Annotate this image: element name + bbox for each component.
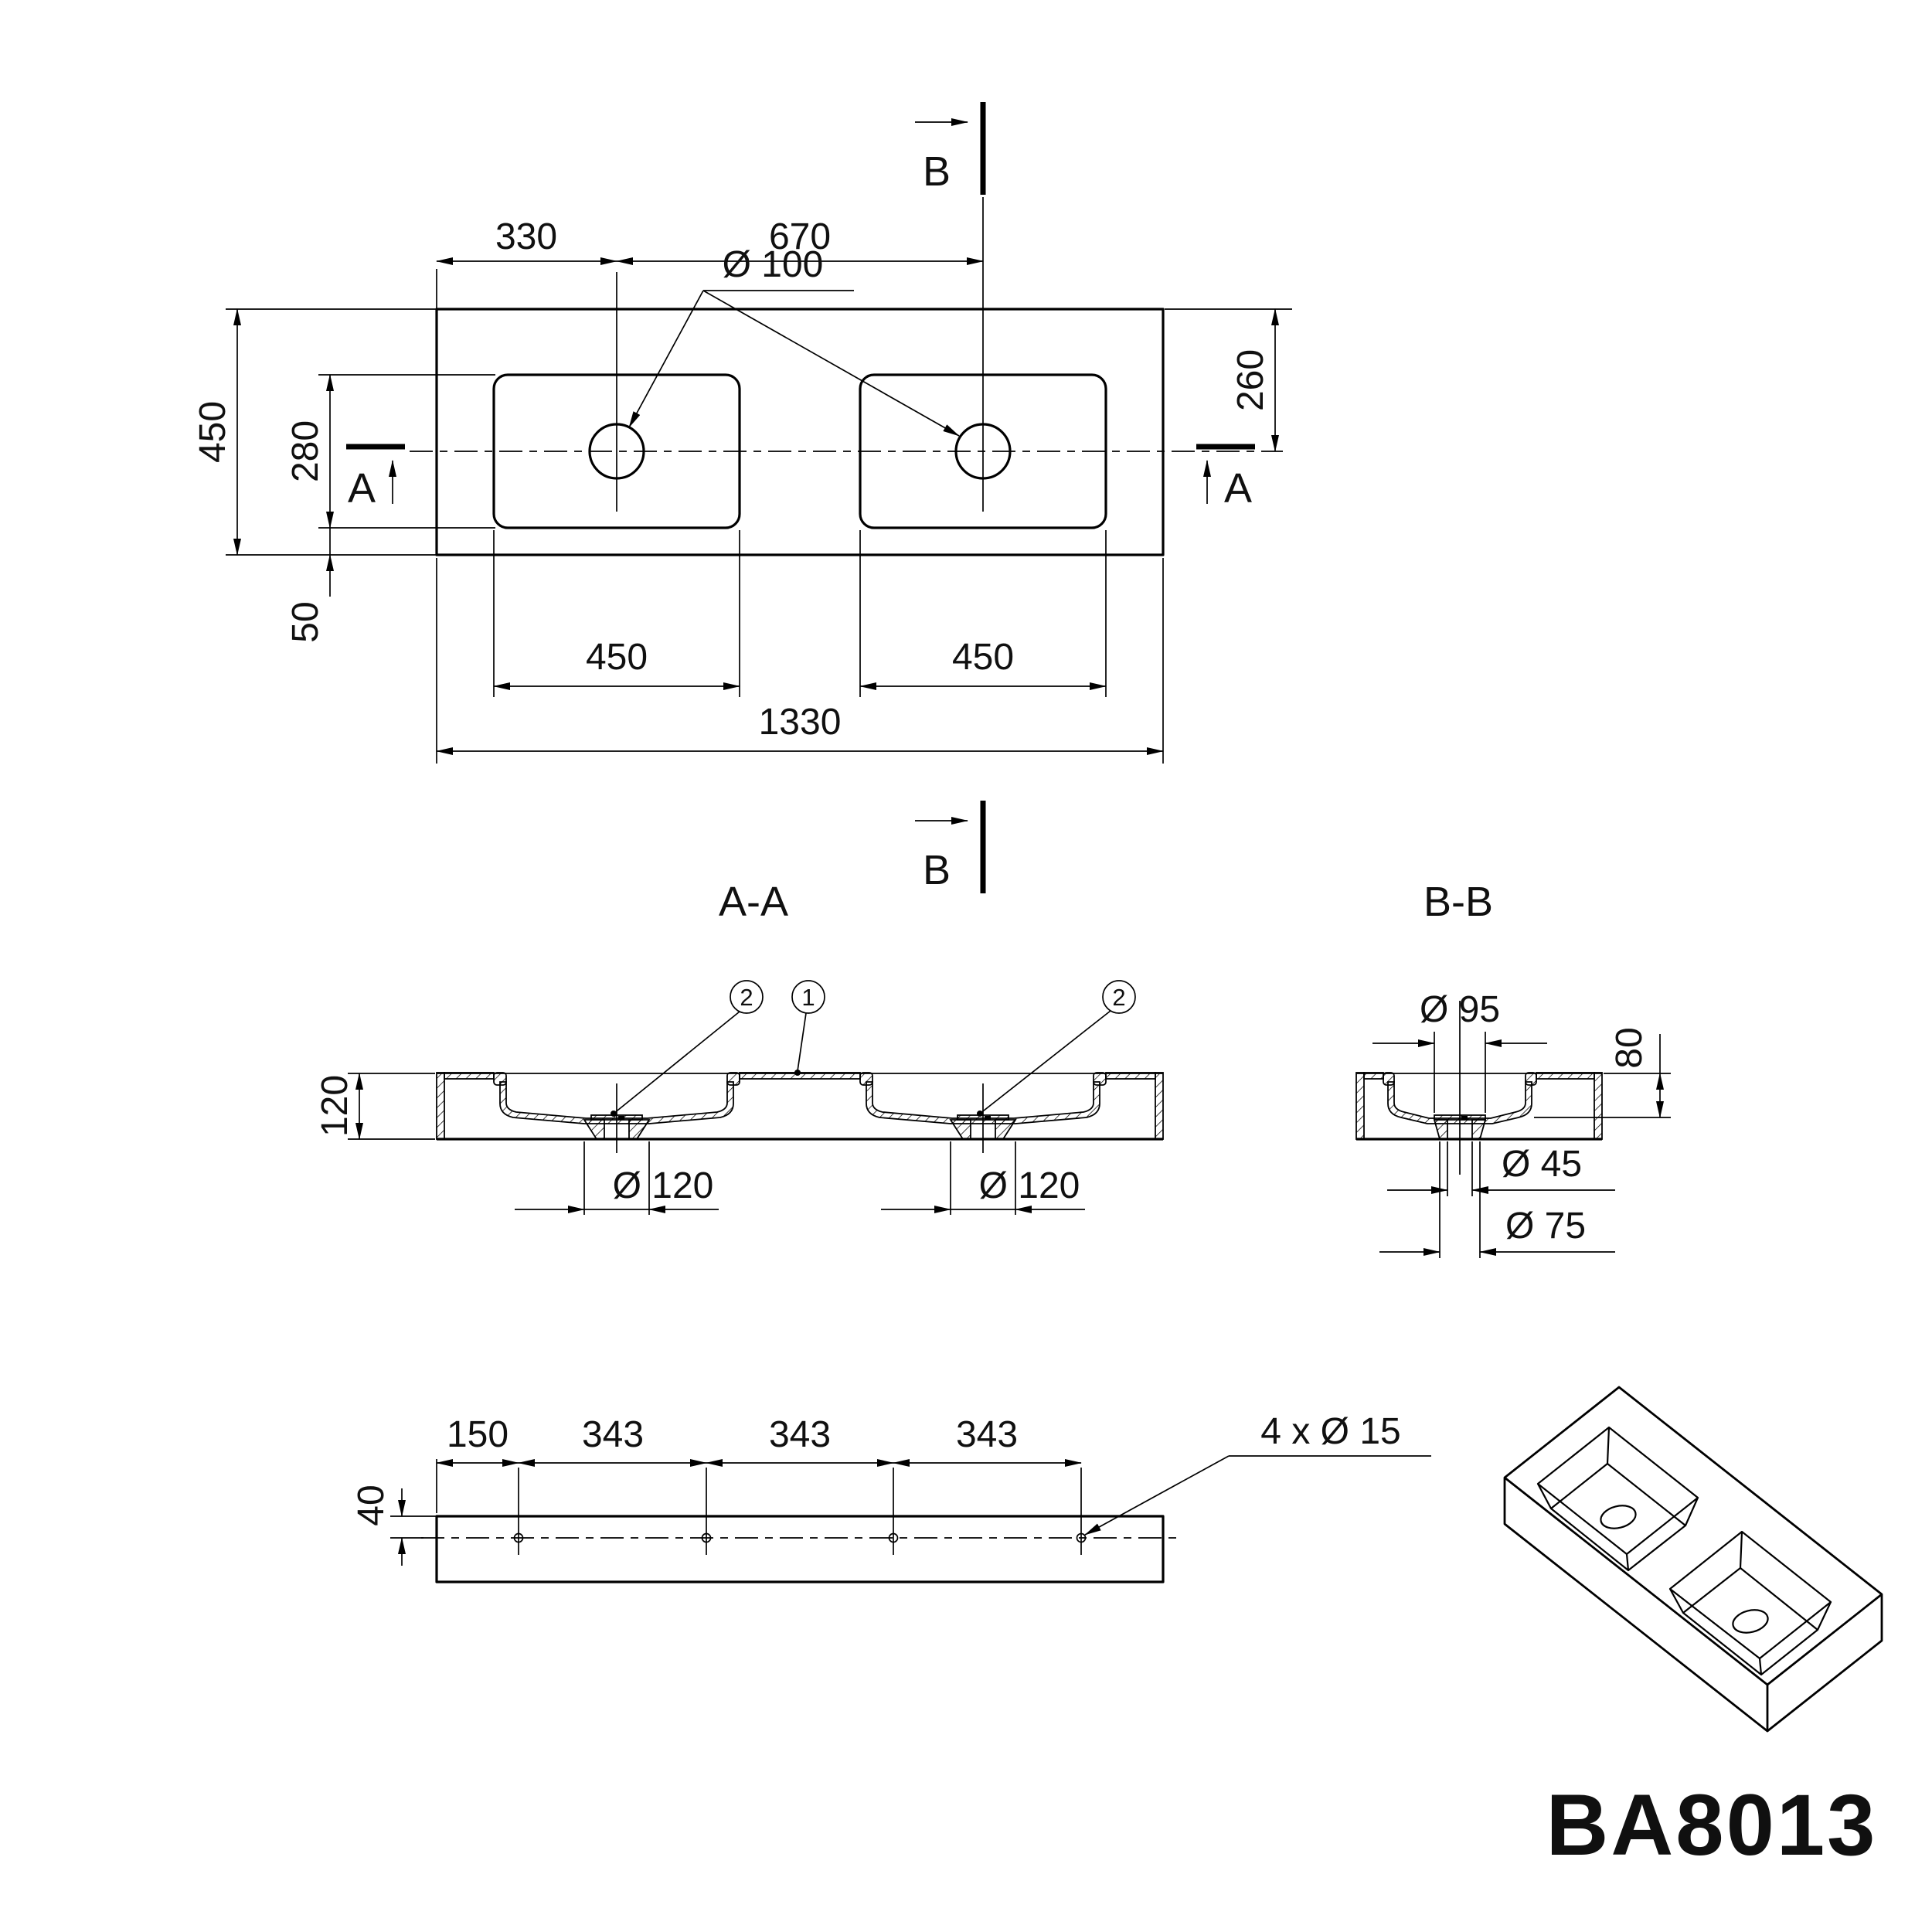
dim-o120-left-label: Ø 120 xyxy=(613,1165,714,1206)
dim-o75-label: Ø 75 xyxy=(1505,1206,1586,1247)
bb-left-wall xyxy=(1355,1072,1365,1140)
aa-basin1-shell xyxy=(499,1081,734,1124)
section-aa: A-A 2 1 2 xyxy=(315,879,1164,1215)
dim-40-label: 40 xyxy=(351,1485,392,1526)
bb-basin-shell xyxy=(1387,1081,1532,1124)
faucet-dia-label: Ø 100 xyxy=(723,244,824,285)
holes-count-label: 4 x Ø 15 xyxy=(1260,1411,1400,1452)
aa-deck-left xyxy=(444,1072,495,1080)
aa-basin2-shell xyxy=(866,1081,1100,1124)
callout-1-circle xyxy=(791,980,825,1014)
aa-right-wall xyxy=(1155,1072,1164,1140)
iso-drain-1 xyxy=(1600,1505,1637,1529)
dim-343-label-1: 343 xyxy=(582,1414,644,1455)
callout-2-right-label: 2 xyxy=(1112,984,1125,1011)
mounting-holes xyxy=(513,1468,1087,1555)
aa-deck-right xyxy=(1105,1072,1156,1080)
section-bb: B-B Ø 95 80 Ø 45 xyxy=(1355,879,1671,1258)
section-marker-b-top: B xyxy=(915,102,986,195)
aa-left-wall xyxy=(436,1072,445,1140)
callout-2-right-circle xyxy=(1102,980,1136,1014)
iso-slab-silhouette xyxy=(1503,1386,1883,1733)
aa-deck-middle xyxy=(739,1072,861,1080)
section-marker-b-bottom: B xyxy=(915,801,986,893)
dim-50-label: 50 xyxy=(285,601,326,642)
dim-o45-label: Ø 45 xyxy=(1502,1144,1582,1185)
dim-330-label: 330 xyxy=(495,216,557,257)
bottom-view: 150 343 343 343 40 4 x Ø 15 xyxy=(351,1411,1431,1583)
marker-a-left-label: A xyxy=(348,465,376,512)
countertop-outline xyxy=(435,308,1165,556)
dim-1330-label: 1330 xyxy=(759,702,842,743)
callout-2-left-label: 2 xyxy=(740,984,753,1011)
dim-343-label-3: 343 xyxy=(956,1414,1018,1455)
marker-b-top-label: B xyxy=(923,148,951,195)
bb-right-wall xyxy=(1594,1072,1603,1140)
rear-elevation-outline xyxy=(435,1515,1165,1583)
callout-2-left-circle xyxy=(730,980,764,1014)
dim-280-label: 280 xyxy=(285,420,326,482)
dim-o95-label: Ø 95 xyxy=(1420,989,1500,1030)
marker-b-bottom-label: B xyxy=(923,847,951,893)
iso-basin-2 xyxy=(1668,1530,1832,1676)
dim-343-label-2: 343 xyxy=(769,1414,831,1455)
marker-a-right-label: A xyxy=(1224,465,1252,512)
callout-1-label: 1 xyxy=(801,984,815,1011)
iso-drain-2 xyxy=(1732,1609,1769,1634)
dim-basin1-450-label: 450 xyxy=(586,637,648,678)
dim-80-label: 80 xyxy=(1609,1027,1650,1068)
dim-150-label: 150 xyxy=(447,1414,509,1455)
section-marker-a-right: A xyxy=(1196,444,1255,512)
bb-deck-left xyxy=(1363,1072,1384,1080)
dim-o120-right-label: Ø 120 xyxy=(979,1165,1080,1206)
bb-deck-right xyxy=(1536,1072,1595,1080)
part-number: BA8013 xyxy=(1546,1777,1878,1873)
dim-depth-450-label: 450 xyxy=(192,401,233,463)
dim-basin2-450-label: 450 xyxy=(952,637,1014,678)
iso-basin-1 xyxy=(1536,1426,1699,1572)
isometric-view xyxy=(1503,1386,1883,1733)
dim-120-label: 120 xyxy=(315,1075,355,1137)
dim-670-label: 670 xyxy=(769,216,831,257)
dim-260-label: 260 xyxy=(1230,349,1271,411)
section-aa-title: A-A xyxy=(719,879,788,925)
top-view: 330 670 Ø 100 450 280 50 260 A A xyxy=(192,102,1292,893)
section-bb-title: B-B xyxy=(1423,879,1493,925)
section-marker-a-left: A xyxy=(346,444,405,512)
